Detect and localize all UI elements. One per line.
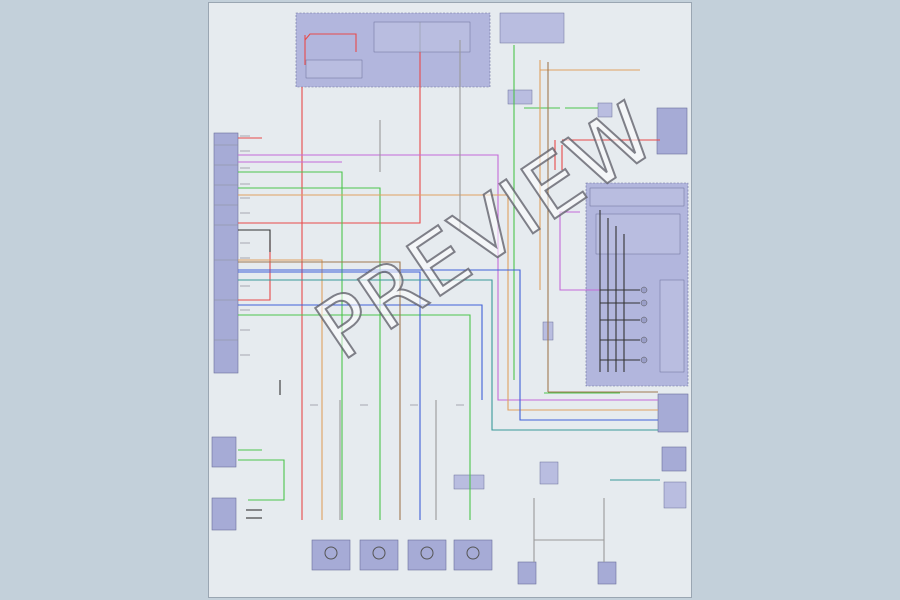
wheel-sensor-3 xyxy=(407,539,447,571)
right-lower-connector xyxy=(657,393,689,433)
right-module-c xyxy=(656,107,688,155)
orange-wires xyxy=(238,60,658,520)
wheel-sensor-2 xyxy=(359,539,399,571)
top-relay-box xyxy=(373,21,471,53)
right-module-controller xyxy=(595,213,681,255)
brown-wires xyxy=(238,62,658,520)
left-lower-switch xyxy=(211,436,237,468)
top-submodule-left xyxy=(305,59,363,79)
bottom-right-switch xyxy=(597,561,617,585)
diagram-tick-marks xyxy=(240,135,464,406)
blue-wires xyxy=(238,269,658,520)
ecu-pin-rows xyxy=(214,144,238,341)
gray-wires xyxy=(339,40,605,562)
right-switch-b xyxy=(597,102,613,118)
left-bottom-switch xyxy=(211,497,237,531)
bottom-center-switch xyxy=(517,561,537,585)
red-wires xyxy=(238,33,660,520)
green-wires xyxy=(238,45,620,520)
black-wires xyxy=(238,210,640,519)
center-lower-connector xyxy=(453,474,485,490)
wheel-sensor-4 xyxy=(453,539,493,571)
teal-wires xyxy=(238,279,660,481)
violet-wires xyxy=(238,154,658,401)
wheel-sensor-1 xyxy=(311,539,351,571)
center-right-sensor xyxy=(539,461,559,485)
right-lower-sensor xyxy=(661,446,687,472)
top-right-relay xyxy=(499,12,565,44)
right-connector-a xyxy=(507,89,533,105)
right-bottom-switch xyxy=(663,481,687,509)
wheel-sensor-icons xyxy=(324,546,480,560)
right-module-lamp-panel xyxy=(659,279,685,373)
right-module-lamps xyxy=(640,286,648,364)
right-module-header xyxy=(589,187,685,207)
main-ecu-connector xyxy=(213,132,239,374)
